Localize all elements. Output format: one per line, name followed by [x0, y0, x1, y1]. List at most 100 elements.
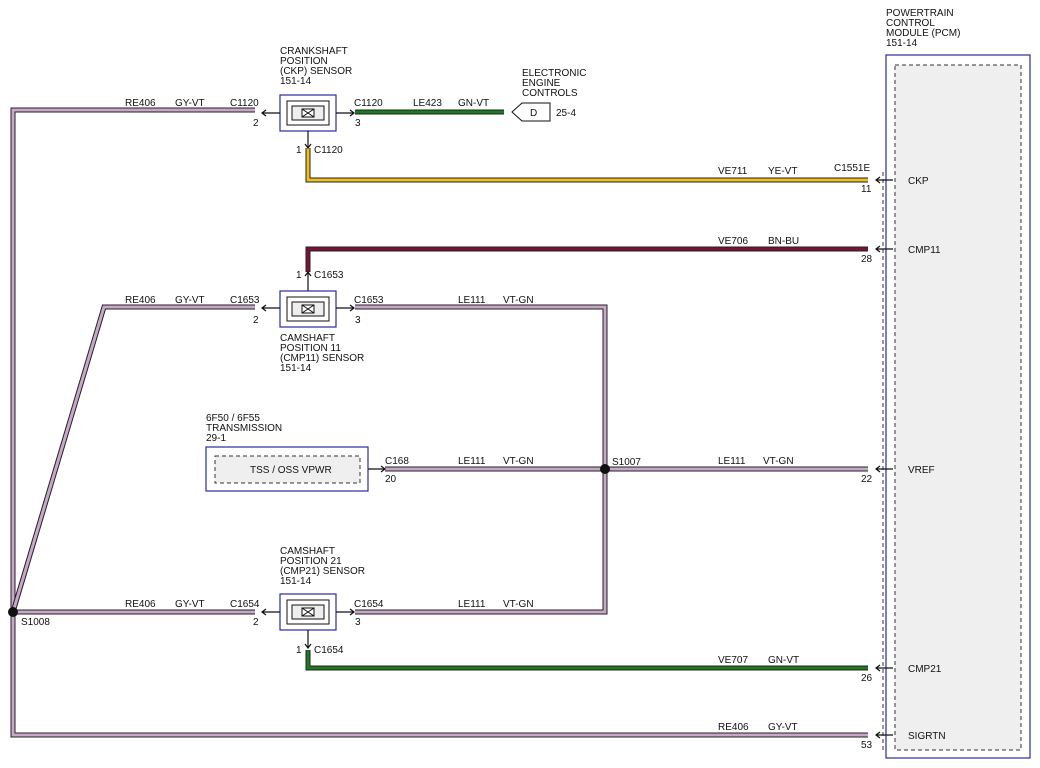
trans-title-line-2: TRANSMISSION — [206, 423, 282, 434]
trans-pin-arrow — [368, 465, 386, 473]
cmp21-pin-bottom-arrow — [304, 630, 312, 649]
cmp21-pin-bottom: 1 — [296, 645, 302, 656]
pcm-sigrtn-name: SIGRTN — [908, 731, 946, 742]
eec-title-line-3: CONTROLS — [522, 88, 578, 99]
wire-color-re406-mid: GY-VT — [175, 295, 205, 306]
wire-color-le111-top: VT-GN — [503, 295, 534, 306]
splice-s1008-label: S1008 — [21, 617, 50, 628]
cmp11-pin-top-arrow — [304, 271, 312, 291]
pcm-ckp-arrow — [875, 176, 893, 184]
pcm-cmp11-number: 28 — [861, 254, 873, 265]
cmp21-sensor: CAMSHAFT POSITION 21 (CMP21) SENSOR 151-… — [230, 546, 384, 656]
ckp-connector-left: C1120 — [230, 98, 259, 109]
eec-title-line-2: ENGINE — [522, 78, 561, 89]
trans-title-line-3: 29-1 — [206, 433, 226, 444]
wire-labels: RE406 GY-VT RE406 GY-VT RE406 GY-VT RE40… — [125, 98, 799, 733]
pcm-title-line-1: POWERTRAIN — [886, 8, 954, 19]
wire-label-re406-mid: RE406 — [125, 295, 156, 306]
pcm-module: POWERTRAIN CONTROL MODULE (PCM) 151-14 — [882, 8, 1031, 759]
cmp11-connector-left: C1653 — [230, 295, 260, 306]
eec-letter: D — [530, 108, 537, 119]
wire-color-re406-low: GY-VT — [175, 599, 205, 610]
splices: S1008 S1007 — [8, 457, 641, 628]
ckp-pin-left-arrow — [261, 109, 280, 117]
wire-label-re406-low: RE406 — [125, 599, 156, 610]
ckp-pin-bottom: 1 — [296, 145, 302, 156]
pcm-ckp-name: CKP — [908, 176, 929, 187]
splice-s1007-label: S1007 — [612, 457, 641, 468]
ckp-title-line-4: 151-14 — [280, 76, 312, 87]
eec-title-line-1: ELECTRONIC — [522, 68, 586, 79]
cmp11-connector-right: C1653 — [354, 295, 384, 306]
eec-connector: ELECTRONIC ENGINE CONTROLS D 25-4 — [511, 68, 586, 122]
wire-color-le111-trans: VT-GN — [503, 456, 534, 467]
pcm-ckp-connector: C1551E — [834, 163, 870, 174]
eec-pointer-shape — [511, 102, 551, 122]
wire-label-le423: LE423 — [413, 98, 442, 109]
wire-label-ve711: VE711 — [718, 166, 748, 177]
wire-ve706 — [305, 246, 868, 272]
wire-label-ve707: VE707 — [718, 655, 748, 666]
wire-label-re406-top: RE406 — [125, 98, 156, 109]
pcm-ckp-number: 11 — [861, 184, 872, 195]
ckp-pin-left: 2 — [253, 118, 259, 129]
trans-pin: 20 — [385, 474, 397, 485]
wire-label-le111-pcm: LE111 — [718, 456, 746, 467]
pcm-cmp11-arrow — [875, 245, 893, 253]
transmission-module: 6F50 / 6F55 TRANSMISSION 29-1 TSS / OSS … — [205, 413, 409, 492]
cmp21-connector-bottom: C1654 — [314, 645, 344, 656]
pcm-title-line-4: 151-14 — [886, 38, 918, 49]
cmp21-connector-left: C1654 — [230, 599, 260, 610]
ckp-pin-right: 3 — [355, 118, 361, 129]
wire-color-le111-low: VT-GN — [503, 599, 534, 610]
cmp21-title-line-1: CAMSHAFT — [280, 546, 335, 557]
wire-label-ve706: VE706 — [718, 236, 748, 247]
pcm-vref-name: VREF — [908, 465, 935, 476]
eec-ref: 25-4 — [556, 108, 576, 119]
cmp21-connector-right: C1654 — [354, 599, 384, 610]
cmp21-title-line-2: POSITION 21 — [280, 556, 342, 567]
cmp11-title-line-2: POSITION 11 — [280, 343, 341, 354]
cmp21-pin-right-arrow — [336, 608, 355, 616]
trans-connector: C168 — [385, 456, 409, 467]
pcm-sigrtn-arrow — [875, 731, 893, 739]
cmp11-pin-left-arrow — [261, 304, 280, 312]
trans-title-line-1: 6F50 / 6F55 — [206, 413, 260, 424]
pcm-cmp21-name: CMP21 — [908, 664, 942, 675]
wire-color-re406-top: GY-VT — [175, 98, 205, 109]
wire-color-le423: GN-VT — [458, 98, 489, 109]
ckp-title-line-2: POSITION — [280, 56, 328, 67]
cmp11-pin-top: 1 — [296, 270, 302, 281]
wire-color-ve706: BN-BU — [768, 236, 799, 247]
cmp11-sensor: 1 C1653 C1653 2 C1653 3 CAMSHAFT POSITIO… — [230, 270, 384, 374]
pcm-vref-number: 22 — [861, 474, 873, 485]
cmp11-title-line-4: 151-14 — [280, 363, 312, 374]
cmp11-title-line-1: CAMSHAFT — [280, 333, 335, 344]
wire-label-re406-bottom: RE406 — [718, 722, 749, 733]
cmp21-pin-left: 2 — [253, 617, 259, 628]
pcm-pins: C1551E 11 CKP 28 CMP11 22 VREF 26 CMP21 … — [834, 163, 946, 751]
cmp11-pin-right-arrow — [336, 304, 355, 312]
ckp-title-line-3: (CKP) SENSOR — [280, 66, 352, 77]
wire-re406-main — [10, 107, 868, 738]
cmp11-pin-right: 3 — [355, 315, 361, 326]
cmp21-pin-left-arrow — [261, 608, 280, 616]
cmp11-connector-top: C1653 — [314, 270, 344, 281]
cmp21-title-line-4: 151-14 — [280, 576, 312, 587]
wire-label-le111-low: LE111 — [458, 599, 486, 610]
wires — [10, 107, 868, 738]
pcm-title-line-2: CONTROL — [886, 18, 935, 29]
wire-color-ve711: YE-VT — [768, 166, 797, 177]
pcm-box-inner — [894, 64, 1022, 751]
wire-label-le111-trans: LE111 — [458, 456, 486, 467]
cmp21-title-line-3: (CMP21) SENSOR — [280, 566, 365, 577]
trans-inner-label: TSS / OSS VPWR — [250, 465, 332, 476]
splice-s1007 — [600, 464, 610, 474]
ckp-pin-right-arrow — [336, 109, 355, 117]
ckp-connector-bottom: C1120 — [314, 145, 343, 156]
wire-color-ve707: GN-VT — [768, 655, 799, 666]
ckp-pin-bottom-arrow — [304, 131, 312, 149]
splice-s1008 — [8, 607, 18, 617]
pcm-cmp21-arrow — [875, 664, 893, 672]
